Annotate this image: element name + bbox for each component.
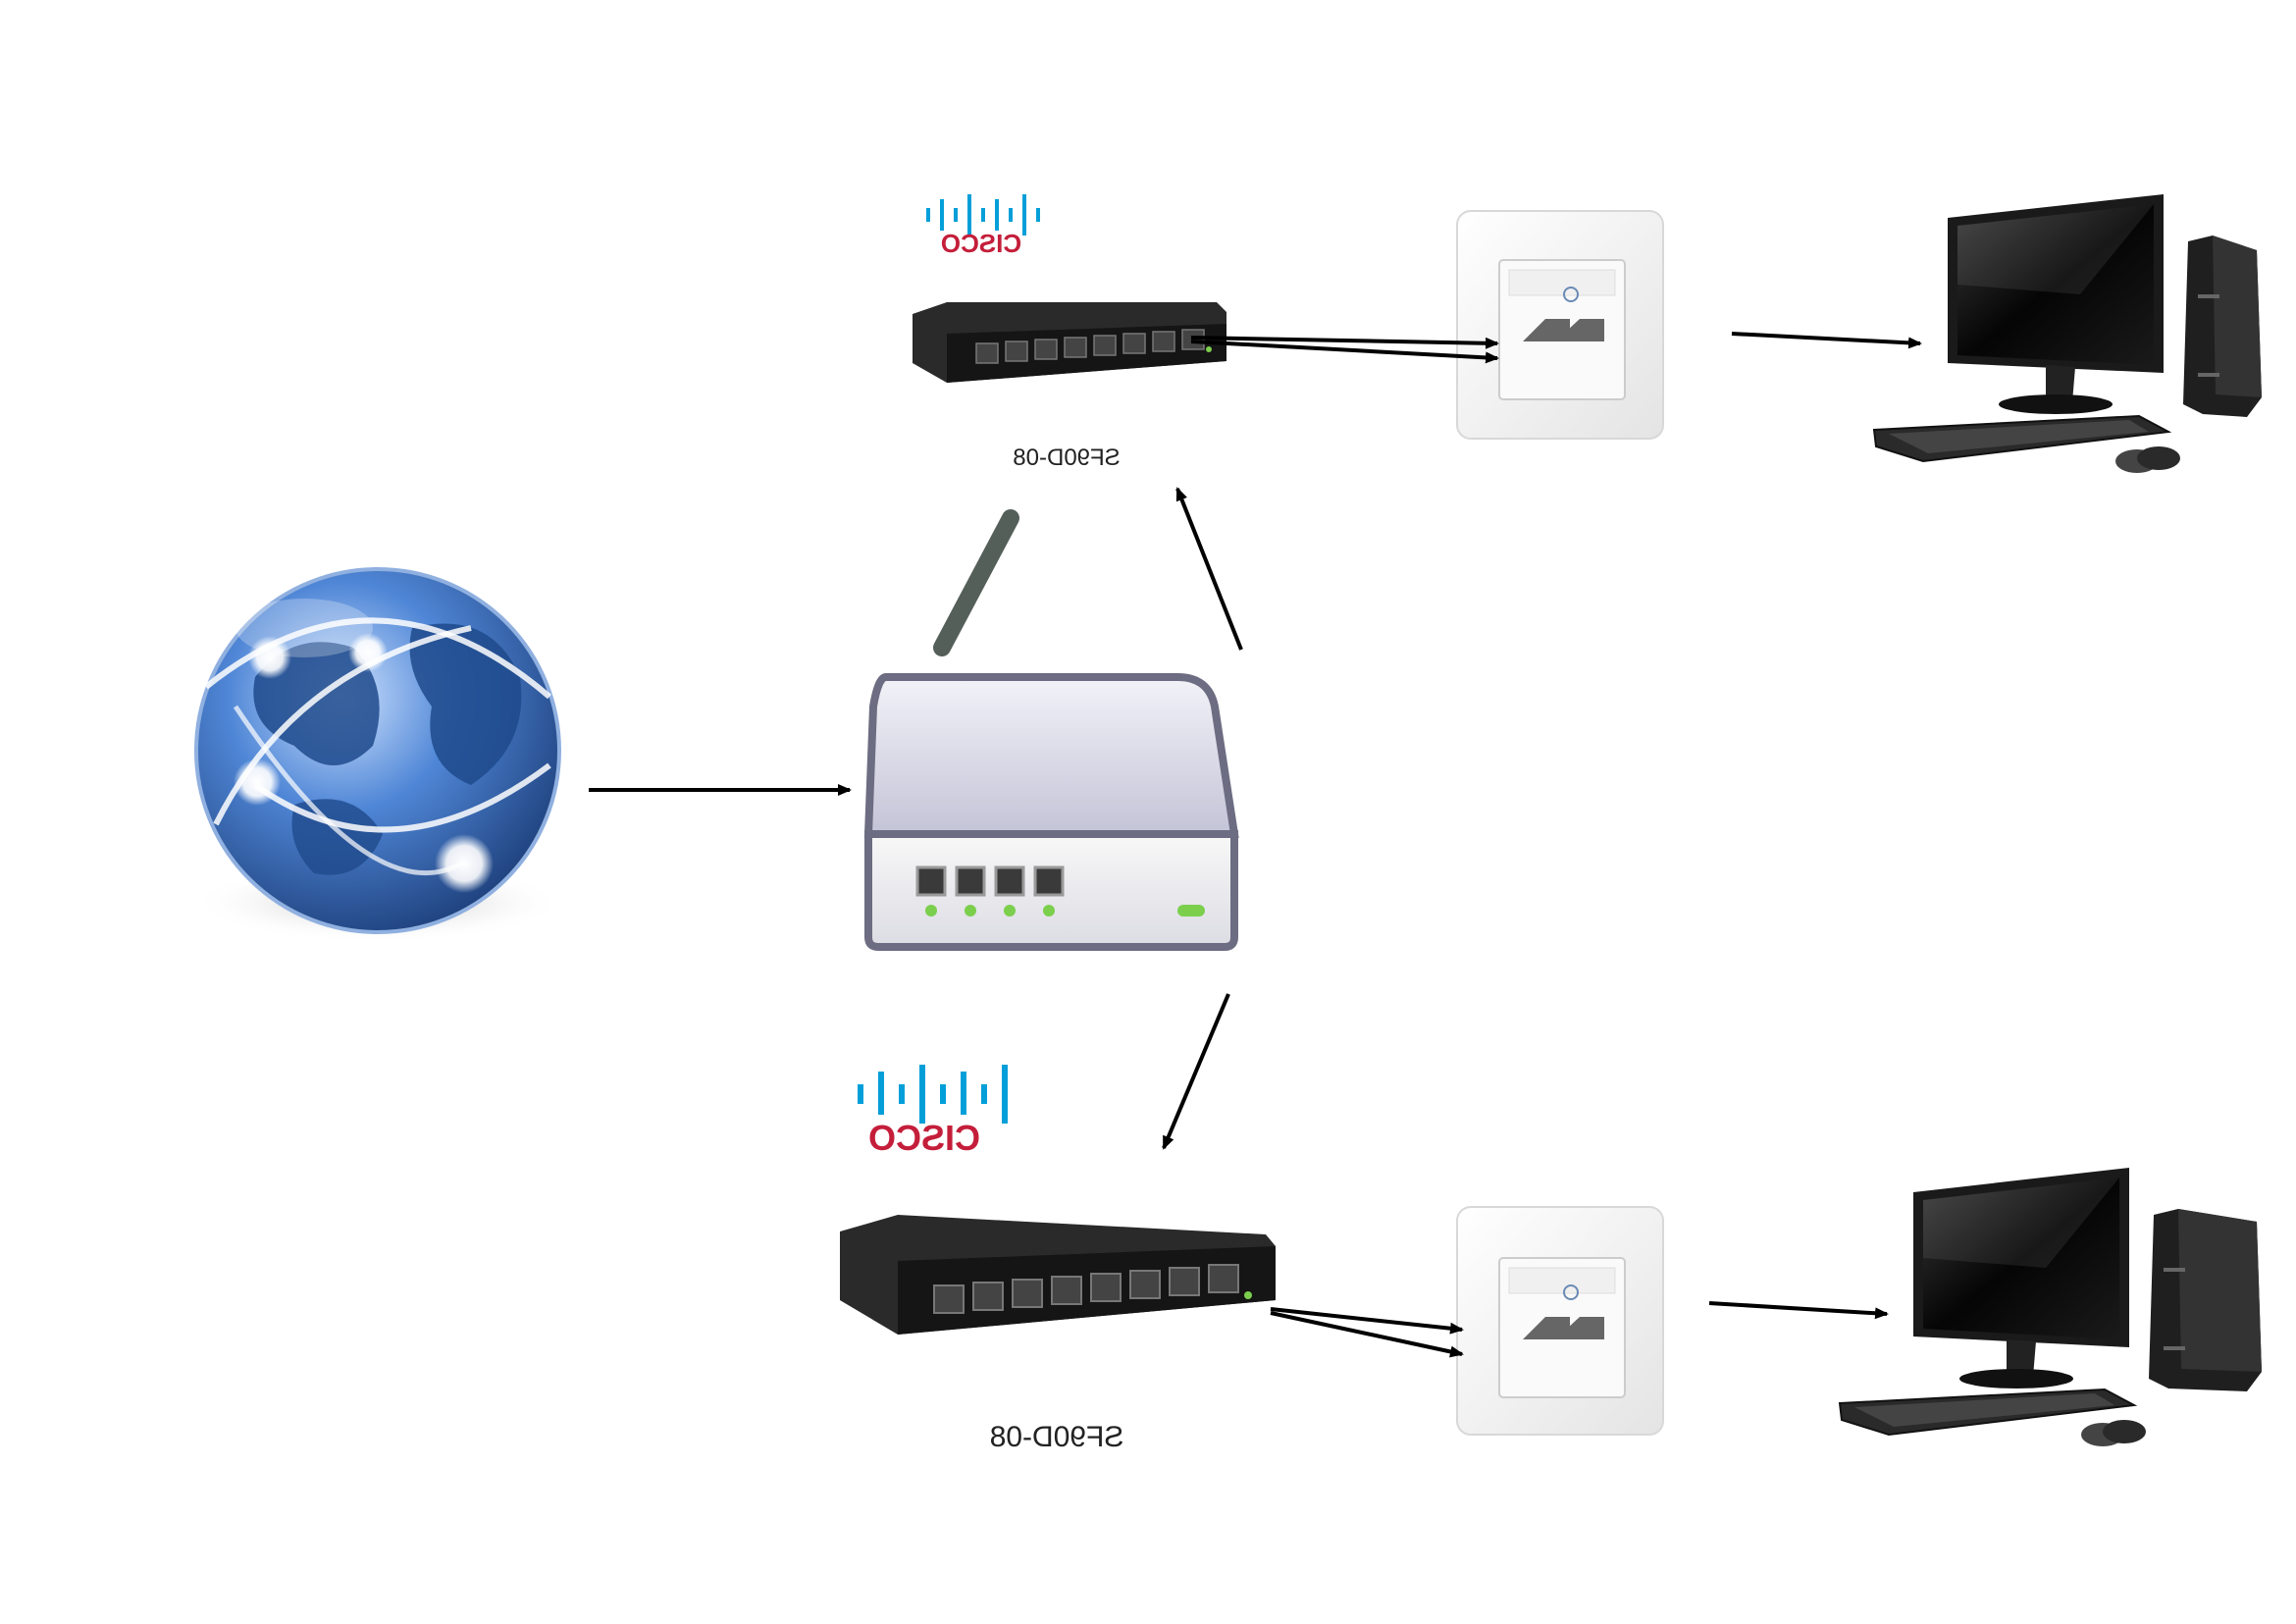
cisco-brand-text-top: CISCO [941,229,1021,258]
cisco-logo-top: CISCO [926,194,1040,258]
wall-socket-icon-bottom [1456,1206,1664,1436]
arrow-top-socket-to-computer [1731,332,1922,349]
arrow-bottom-switch-to-socket-1 [1270,1307,1464,1335]
desktop-computer-icon-bottom [1838,1168,2262,1446]
router-ports [915,865,1205,917]
wall-socket-icon-top [1456,210,1664,440]
switch-bottom-model-label: SF90D-08 [990,1421,1124,1453]
arrow-router-to-top-switch [1175,487,1243,651]
arrow-bottom-socket-to-computer [1708,1301,1889,1320]
switch-top-model-label: SF90D-08 [1013,445,1120,471]
desktop-computer-icon-top [1872,194,2262,473]
connection-arrows [589,332,1922,1358]
cisco-brand-text-bottom: CISCO [868,1118,980,1158]
arrow-top-switch-to-socket-1 [1190,336,1499,349]
cisco-logo-bottom: CISCO [858,1065,1008,1158]
switch-icon-bottom [840,1215,1276,1335]
arrow-top-switch-to-socket-2 [1190,340,1499,364]
arrow-bottom-switch-to-socket-2 [1270,1311,1464,1358]
switch-icon-top [913,302,1226,383]
router-icon [863,509,1239,951]
arrow-router-to-bottom-switch [1162,993,1230,1150]
globe-icon [191,567,564,942]
